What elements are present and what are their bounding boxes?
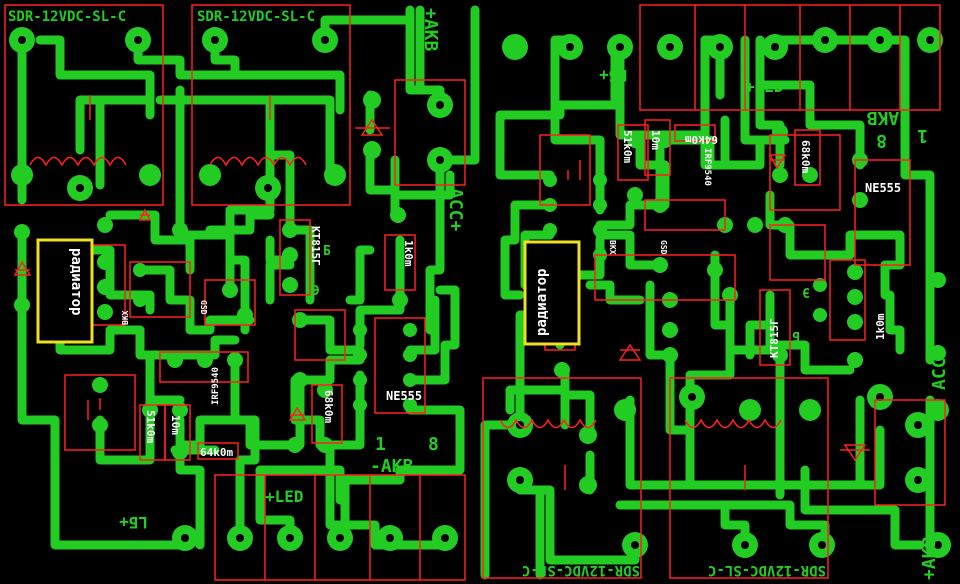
right-r64k-label: 64k0m xyxy=(685,133,718,146)
right-pin-b-label: Б xyxy=(792,328,800,343)
right-relay1-outline xyxy=(482,377,642,579)
left-akb-connector-outline xyxy=(394,79,466,186)
left-radiator-label: радиатор xyxy=(68,248,84,315)
left-board: SDR-12VDC-SL-C SDR-12VDC-SL-C +AKB ACC+ … xyxy=(4,4,480,581)
left-bkx-label: BKX xyxy=(121,310,130,325)
right-relay2-outline xyxy=(669,377,829,579)
right-lb-plus-label: LБ+ xyxy=(599,66,628,85)
right-radiator-label: радиатор xyxy=(534,269,550,336)
left-pad-holes xyxy=(18,36,449,542)
right-led-plus-label: +LED xyxy=(745,77,784,96)
right-bkx-label: BKX xyxy=(608,240,617,255)
right-mosfet-label: IRF9540 xyxy=(702,148,712,186)
right-transistor-label: KT815Г xyxy=(768,318,781,358)
left-pin1-label: 1 xyxy=(375,434,386,455)
left-relay1-outline xyxy=(4,4,164,206)
right-akb-minus-label: -AKB xyxy=(866,107,910,128)
left-relay2-outline xyxy=(191,4,351,206)
left-led-plus-label: +LED xyxy=(265,487,304,506)
left-led-connector-outline xyxy=(214,474,466,581)
right-pin8-label: 8 xyxy=(876,130,887,151)
left-radiator-box xyxy=(36,238,94,344)
right-r10-label: 10m xyxy=(649,130,662,150)
left-traces xyxy=(17,5,480,550)
right-ic-label: NE555 xyxy=(865,181,901,195)
left-acc-plus-label: ACC+ xyxy=(445,188,466,232)
right-r1k-label: 1k0m xyxy=(874,313,887,340)
left-akb-minus-label: -AKB xyxy=(370,456,414,477)
left-pin-e-label: Э xyxy=(312,284,320,299)
right-relay1-label: SDR-12VDC-SL-C xyxy=(522,562,640,578)
left-r1k-label: 1k0m xyxy=(402,240,415,267)
left-akb-plus-label: +AKB xyxy=(420,8,441,52)
left-lb-plus-label: LБ+ xyxy=(119,513,148,532)
right-gsd-label: GSD xyxy=(659,240,668,255)
right-silkscreen xyxy=(482,4,946,579)
left-r68k-label: 68k0m xyxy=(322,390,335,423)
left-gsd-label: GSD xyxy=(199,300,208,315)
left-pin8-label: 8 xyxy=(428,434,439,455)
left-silkscreen xyxy=(4,4,466,581)
right-acc-plus-label: ACC+ xyxy=(929,346,950,390)
right-akb-connector-outline xyxy=(874,399,946,506)
right-traces xyxy=(480,35,935,580)
right-r68k-label: 68k0m xyxy=(799,140,812,173)
right-relay2-label: SDR-12VDC-SL-C xyxy=(708,562,826,578)
left-relay2-label: SDR-12VDC-SL-C xyxy=(197,9,315,25)
right-akb-plus-label: +AKB xyxy=(919,536,940,580)
right-board: SDR-12VDC-SL-C SDR-12VDC-SL-C +AKB ACC+ … xyxy=(480,4,951,580)
right-pin1-label: 1 xyxy=(917,125,928,146)
left-relay1-label: SDR-12VDC-SL-C xyxy=(8,9,126,25)
left-mosfet-label: IRF9540 xyxy=(211,367,221,405)
left-ic-label: NE555 xyxy=(386,389,422,403)
left-transistor-label: KT815Г xyxy=(309,226,322,266)
left-pin-b-label: Б xyxy=(323,244,331,259)
right-r51k-label: 51k0m xyxy=(621,130,634,163)
left-r10-label: 10m xyxy=(169,415,182,435)
right-radiator-box xyxy=(523,240,581,346)
left-pads xyxy=(9,27,458,551)
left-r51k-label: 51k0m xyxy=(144,410,157,443)
right-led-connector-outline xyxy=(639,4,941,111)
left-r64k-label: 64k0m xyxy=(200,446,233,459)
right-pin-e-label: Э xyxy=(802,284,810,299)
